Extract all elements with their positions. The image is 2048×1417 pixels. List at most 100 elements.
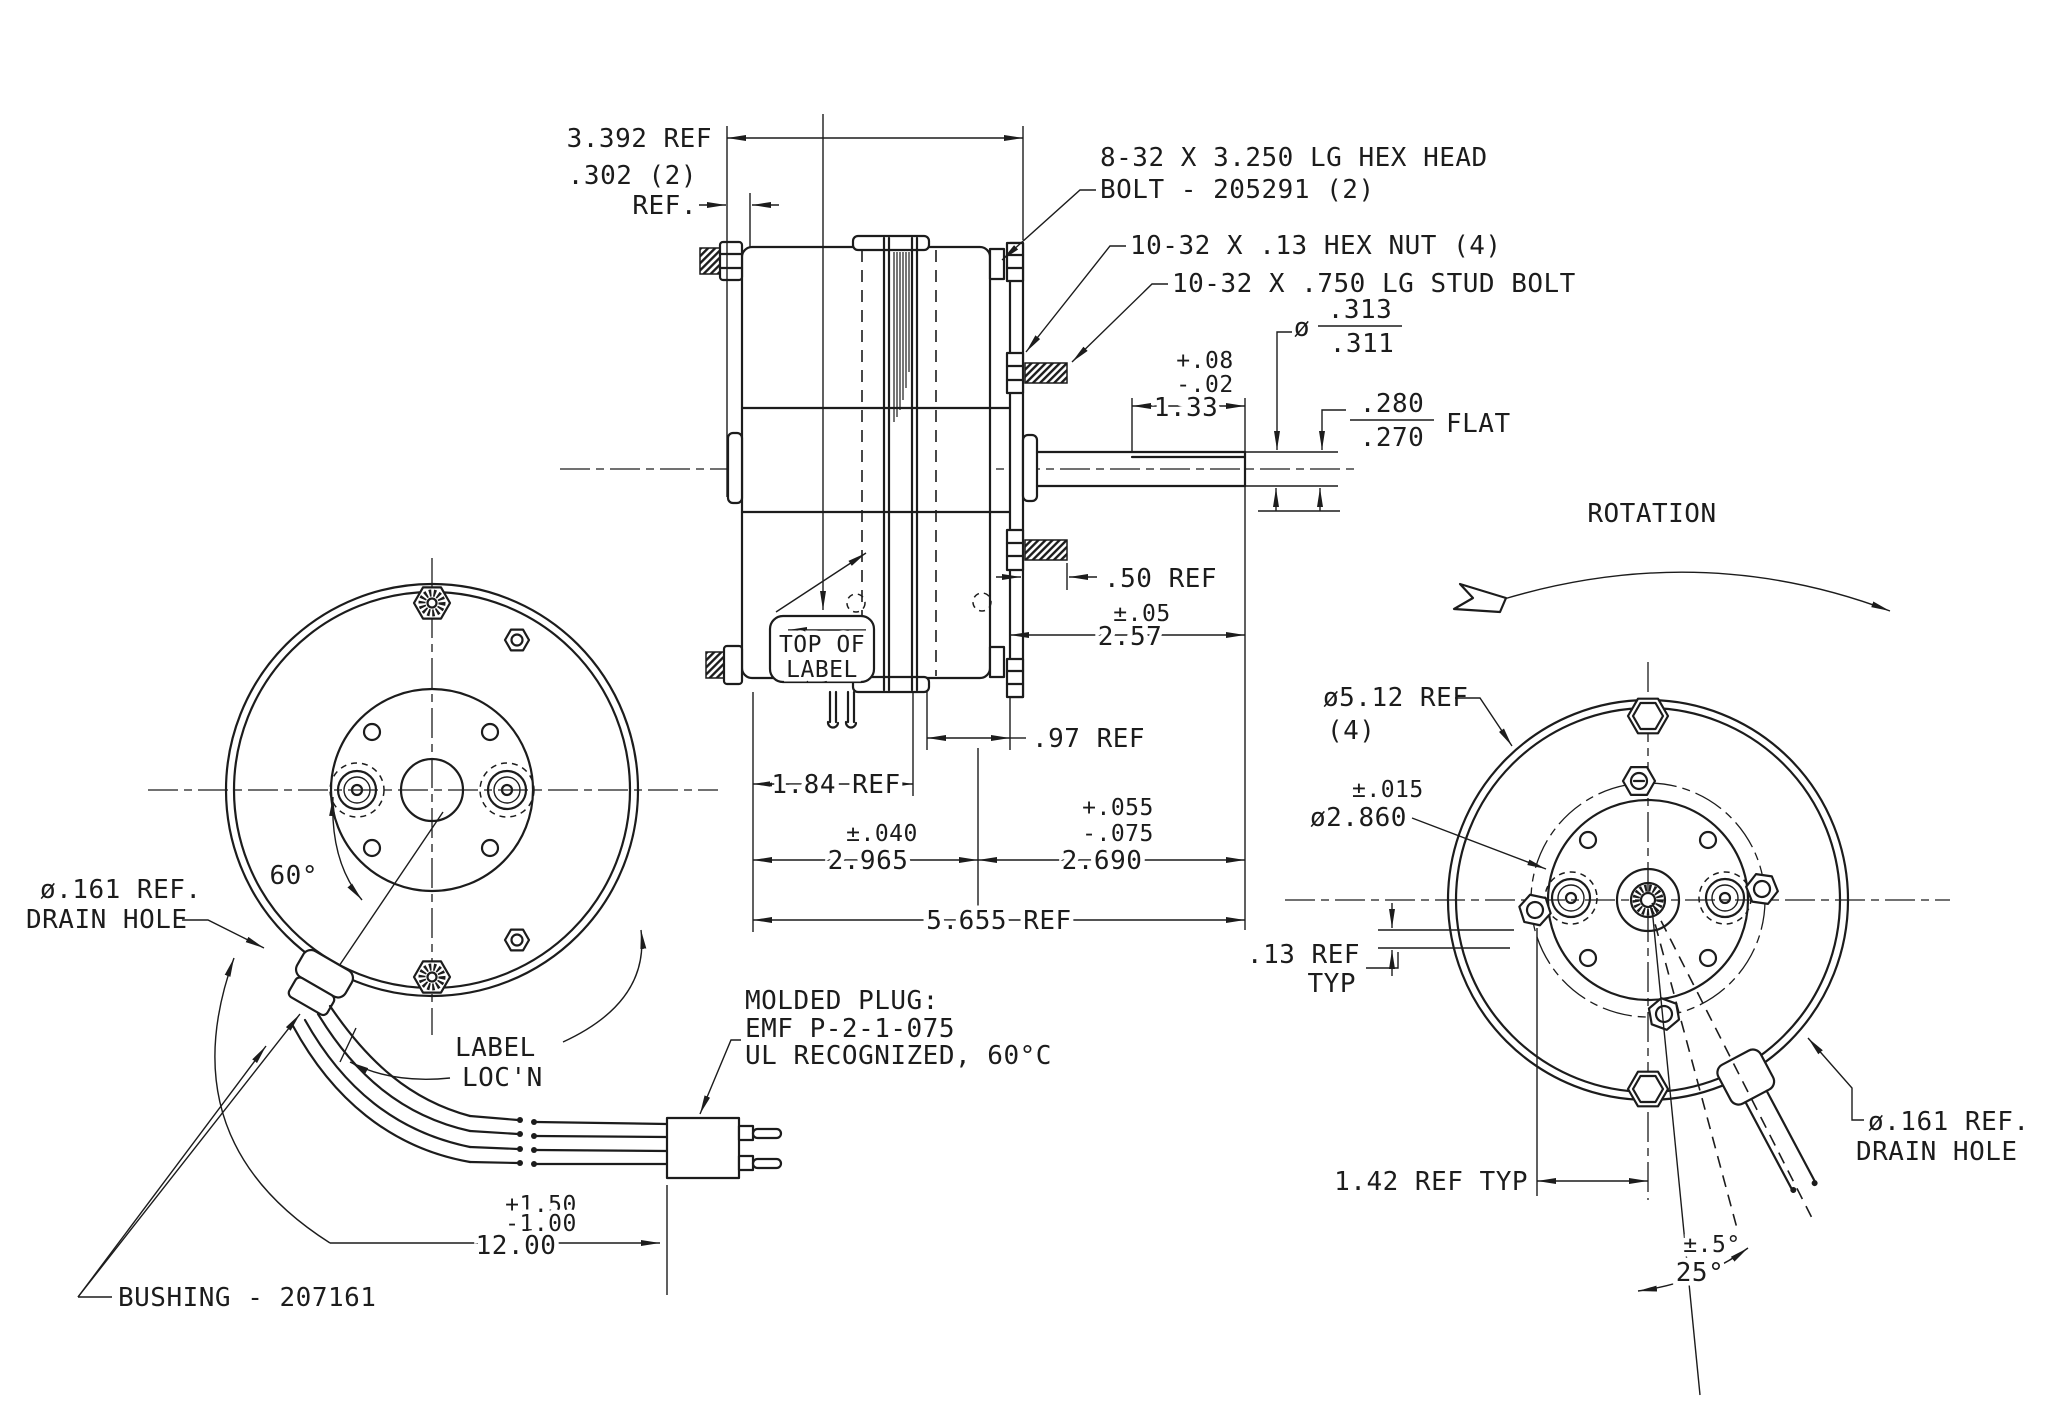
stud-thread bbox=[699, 247, 721, 275]
label-wrap-leader bbox=[775, 552, 867, 613]
hex-head-bolt-bottom bbox=[988, 645, 1006, 679]
callout-drain-hole-left: ø.161 REF. DRAIN HOLE bbox=[22, 871, 265, 949]
flange-nut bbox=[1005, 657, 1025, 699]
callout-text: BUSHING - 207161 bbox=[118, 1283, 376, 1313]
callout-text: 10-32 X .750 LG STUD BOLT bbox=[1172, 269, 1576, 299]
stud-nut-left bbox=[1518, 893, 1552, 927]
dim-flat: .280 .270 FLAT bbox=[1258, 385, 1515, 512]
callout-text: DRAIN HOLE bbox=[1856, 1137, 2018, 1167]
callout-text: UL RECOGNIZED, 60°C bbox=[745, 1041, 1052, 1071]
small-hex-nut bbox=[503, 928, 531, 952]
callout-label-locn: LABEL LOC'N bbox=[339, 929, 647, 1098]
dim-text: 1.84 REF bbox=[771, 770, 900, 800]
callout-bushing: BUSHING - 207161 bbox=[77, 1013, 380, 1318]
flange-nut bbox=[1005, 351, 1025, 395]
dim-tol: +1.50 bbox=[505, 1192, 577, 1218]
dim-text: .97 REF bbox=[1032, 724, 1145, 754]
knurled-nut-top bbox=[412, 586, 452, 620]
shaft-end bbox=[1629, 881, 1667, 919]
knurled-nut-bottom bbox=[412, 960, 452, 994]
dim-text: ø5.12 REF bbox=[1323, 683, 1468, 713]
dim-512: ø5.12 REF (4) bbox=[1319, 679, 1513, 751]
callout-stud-bolt: 10-32 X .750 LG STUD BOLT bbox=[1071, 265, 1580, 363]
dim-text: .13 REF bbox=[1247, 940, 1360, 970]
lead-wires-side bbox=[826, 690, 858, 729]
dim-text: 25° bbox=[1676, 1258, 1724, 1288]
dim-tol: -.02 bbox=[1176, 372, 1233, 398]
grommet-left bbox=[1544, 871, 1598, 925]
stud-nut-top bbox=[1621, 766, 1657, 796]
dim-text: .302 (2) bbox=[568, 161, 697, 191]
motor-body bbox=[740, 245, 992, 680]
dim-text: 2.690 bbox=[1062, 846, 1143, 876]
dim-text: (4) bbox=[1327, 716, 1375, 746]
shaft-knurl bbox=[1632, 884, 1664, 916]
hub-holes bbox=[1578, 830, 1718, 968]
dim-text: FLAT bbox=[1446, 409, 1511, 439]
dim-text: TYP bbox=[1308, 969, 1356, 999]
dim-13: .13 REF TYP bbox=[1242, 903, 1514, 1004]
callout-text: 8-32 X 3.250 LG HEX HEAD bbox=[1100, 143, 1488, 173]
dim-tol: ±.015 bbox=[1352, 777, 1424, 803]
vent-hole bbox=[972, 592, 992, 612]
center-bore bbox=[399, 757, 465, 823]
callout-text: 10-32 X .13 HEX NUT (4) bbox=[1130, 231, 1502, 261]
dim-97: .97 REF bbox=[926, 692, 1149, 759]
dim-25: ±.5° 25° bbox=[1637, 902, 1813, 1396]
dim-text: .280 bbox=[1360, 389, 1425, 419]
diameter-symbol: ø bbox=[1294, 313, 1310, 343]
callout-text: LOC'N bbox=[462, 1063, 543, 1093]
stud-bolt-thread bbox=[1024, 362, 1068, 384]
right-end-view: ROTATION ±.5° 25° ø5.12 REF (4) bbox=[1242, 495, 2034, 1396]
dim-text: 5.655 REF bbox=[926, 906, 1071, 936]
dim-text: 1.42 REF TYP bbox=[1334, 1167, 1528, 1197]
callout-text: LABEL bbox=[455, 1033, 536, 1063]
dim-text: 60° bbox=[270, 861, 318, 891]
dim-text: 2.57 bbox=[1098, 622, 1163, 652]
dim-tol: -.075 bbox=[1082, 821, 1154, 847]
small-hex-nut bbox=[503, 628, 531, 652]
dim-text: ø2.860 bbox=[1310, 803, 1407, 833]
callout-drain-hole-right: ø.161 REF. DRAIN HOLE bbox=[1807, 1037, 2034, 1172]
through-bolt-head-top bbox=[1626, 697, 1670, 735]
dim-142: 1.42 REF TYP bbox=[1330, 928, 1648, 1202]
shell-outer bbox=[224, 582, 640, 998]
dim-text: .313 bbox=[1328, 295, 1393, 325]
dim-133: +.08 -.02 1.33 bbox=[1131, 344, 1245, 452]
rotation-indicator: ROTATION bbox=[1452, 495, 1891, 614]
callout-text: ø.161 REF. bbox=[1868, 1107, 2030, 1137]
callout-text: BOLT - 205291 (2) bbox=[1100, 175, 1375, 205]
mounting-flange bbox=[1008, 241, 1025, 699]
lead-wires bbox=[291, 1004, 669, 1167]
dim-text: 3.392 REF bbox=[567, 124, 712, 154]
dim-tol: -1.00 bbox=[505, 1211, 577, 1237]
dim-text: .270 bbox=[1360, 423, 1425, 453]
dim-2965-2690-5655: ±.040 2.965 +.055 -.075 2.690 5.655 REF bbox=[752, 692, 1245, 941]
dim-tol: ±.5° bbox=[1683, 1232, 1740, 1258]
hex-head-bolt-top bbox=[988, 247, 1006, 281]
dim-257: ±.05 2.57 bbox=[1010, 398, 1246, 930]
bushing bbox=[287, 948, 355, 1017]
dim-shaft-diameter: ø .313 .311 bbox=[1274, 291, 1402, 450]
dim-text: .50 REF bbox=[1104, 564, 1217, 594]
shaft-boss bbox=[1021, 433, 1039, 503]
side-view: TOP OF LABEL 3.392 REF .302 (2) REF. 8-3… bbox=[560, 114, 1580, 941]
callout-molded-plug: MOLDED PLUG: EMF P-2-1-075 UL RECOGNIZED… bbox=[699, 982, 1056, 1115]
flange-nut bbox=[1005, 528, 1025, 572]
dim-text: 2.965 bbox=[828, 846, 909, 876]
label-box-text: LABEL bbox=[786, 657, 858, 683]
dim-text: 1.33 bbox=[1154, 393, 1219, 423]
hub-face bbox=[1546, 798, 1750, 1002]
callout-text: MOLDED PLUG: bbox=[745, 986, 939, 1016]
rotation-label: ROTATION bbox=[1587, 499, 1716, 529]
hub-holes bbox=[362, 722, 500, 858]
dim-tol: ±.05 bbox=[1113, 601, 1170, 627]
through-bolt-head-bottom bbox=[1626, 1070, 1670, 1108]
left-end-view: 60° ø.161 bbox=[22, 558, 1056, 1318]
callout-hex-nut: 10-32 X .13 HEX NUT (4) bbox=[1025, 227, 1506, 353]
dim-60: 60° bbox=[265, 796, 444, 1007]
label-box-text: TOP OF bbox=[779, 632, 865, 658]
dim-text: REF. bbox=[632, 191, 697, 221]
left-bearing-boss bbox=[726, 431, 744, 505]
